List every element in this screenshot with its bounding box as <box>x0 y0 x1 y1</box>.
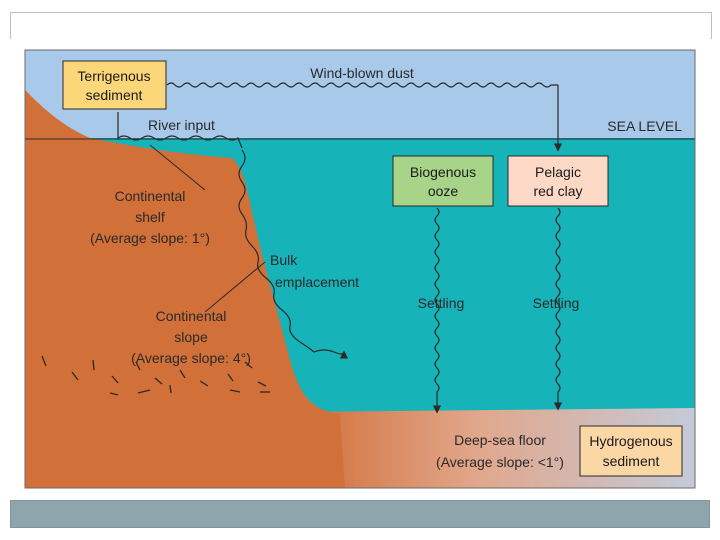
shelf-label-2: shelf <box>135 209 165 225</box>
shelf-label-3: (Average slope: 1°) <box>90 230 210 246</box>
hydrogenous-label-1: Hydrogenous <box>589 433 672 449</box>
river-input-label: River input <box>148 117 215 133</box>
terrigenous-label-1: Terrigenous <box>77 68 150 84</box>
terrigenous-label-2: sediment <box>86 87 143 103</box>
bulk-label-2: emplacement <box>275 274 359 290</box>
biogenous-label-1: Biogenous <box>410 164 476 180</box>
river-input-path <box>117 112 243 149</box>
pelagic-label-1: Pelagic <box>535 164 581 180</box>
transport-paths <box>117 82 563 414</box>
leader-lines <box>149 144 266 313</box>
biogenous-box <box>392 155 494 207</box>
settling-left-path <box>432 207 442 414</box>
continental-cracks <box>41 355 270 396</box>
diagram-border <box>24 49 696 489</box>
bulk-emplacement-path <box>238 149 349 359</box>
deep-floor-label-2: (Average slope: <1°) <box>436 454 564 470</box>
biogenous-label-2: ooze <box>428 183 459 199</box>
pelagic-label-2: red clay <box>533 183 582 199</box>
slide-frame-top <box>10 12 712 39</box>
sea-level-label: SEA LEVEL <box>607 118 682 134</box>
slide-footer-bar <box>10 500 710 528</box>
settling-right-label: Settling <box>533 295 580 311</box>
shelf-label-1: Continental <box>115 188 186 204</box>
slope-label-1: Continental <box>156 308 227 324</box>
hydrogenous-box <box>579 425 683 477</box>
continent <box>25 90 345 488</box>
wind-dust-path <box>166 82 558 88</box>
deep-floor-label-1: Deep-sea floor <box>454 432 546 448</box>
hydrogenous-label-2: sediment <box>603 453 660 469</box>
terrigenous-box <box>62 60 167 110</box>
wind-dust-label: Wind-blown dust <box>310 65 414 81</box>
pelagic-box <box>507 155 609 207</box>
slope-label-2: slope <box>174 329 208 345</box>
settling-left-label: Settling <box>418 295 465 311</box>
settling-right-path <box>553 207 563 411</box>
slope-label-3: (Average slope: 4°) <box>131 350 251 366</box>
bulk-label-1: Bulk <box>270 252 298 268</box>
